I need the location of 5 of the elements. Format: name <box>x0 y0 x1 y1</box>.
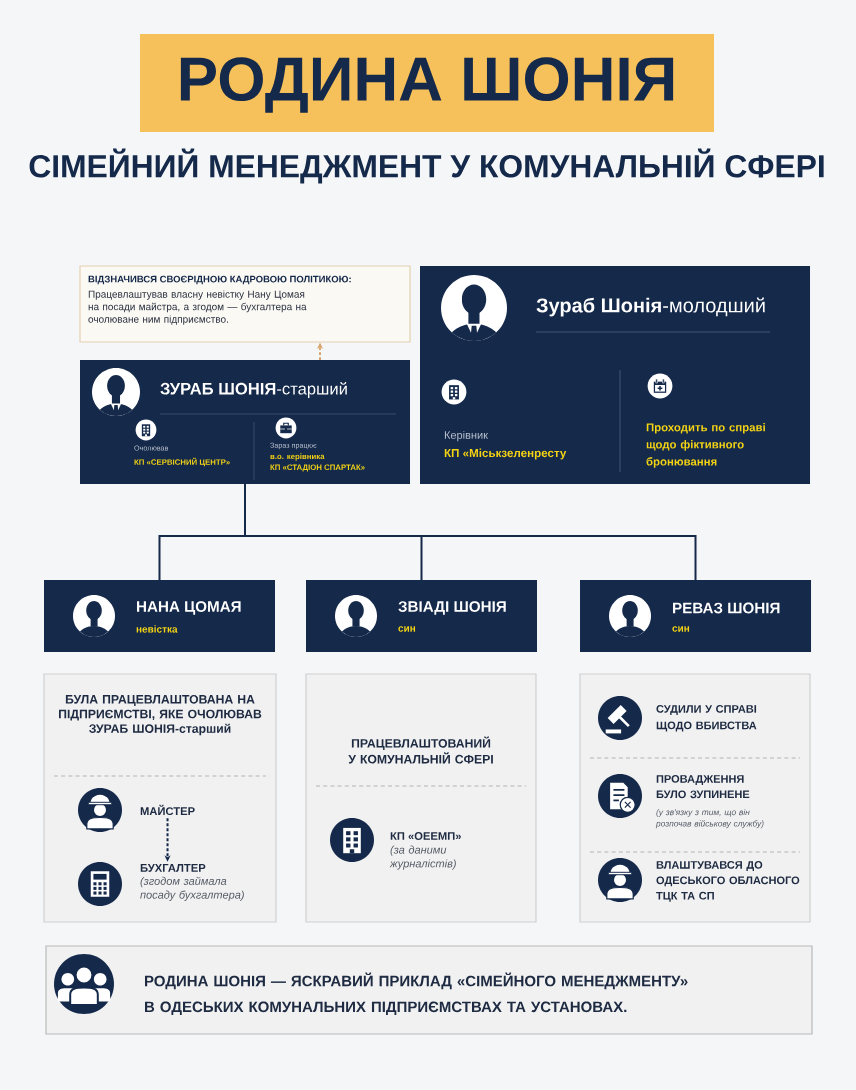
person-name: Зураб Шонія-молодший <box>536 297 765 317</box>
person-name: ЗУРАБ ШОНІЯ-старший <box>160 382 347 398</box>
subtitle: СІМЕЙНИЙ МЕНЕДЖМЕНТ У КОМУНАЛЬНІЙ СФЕРІ <box>29 148 824 184</box>
connector-line <box>244 483 697 581</box>
title-banner: РОДИНА ШОНІЯ <box>140 34 714 132</box>
